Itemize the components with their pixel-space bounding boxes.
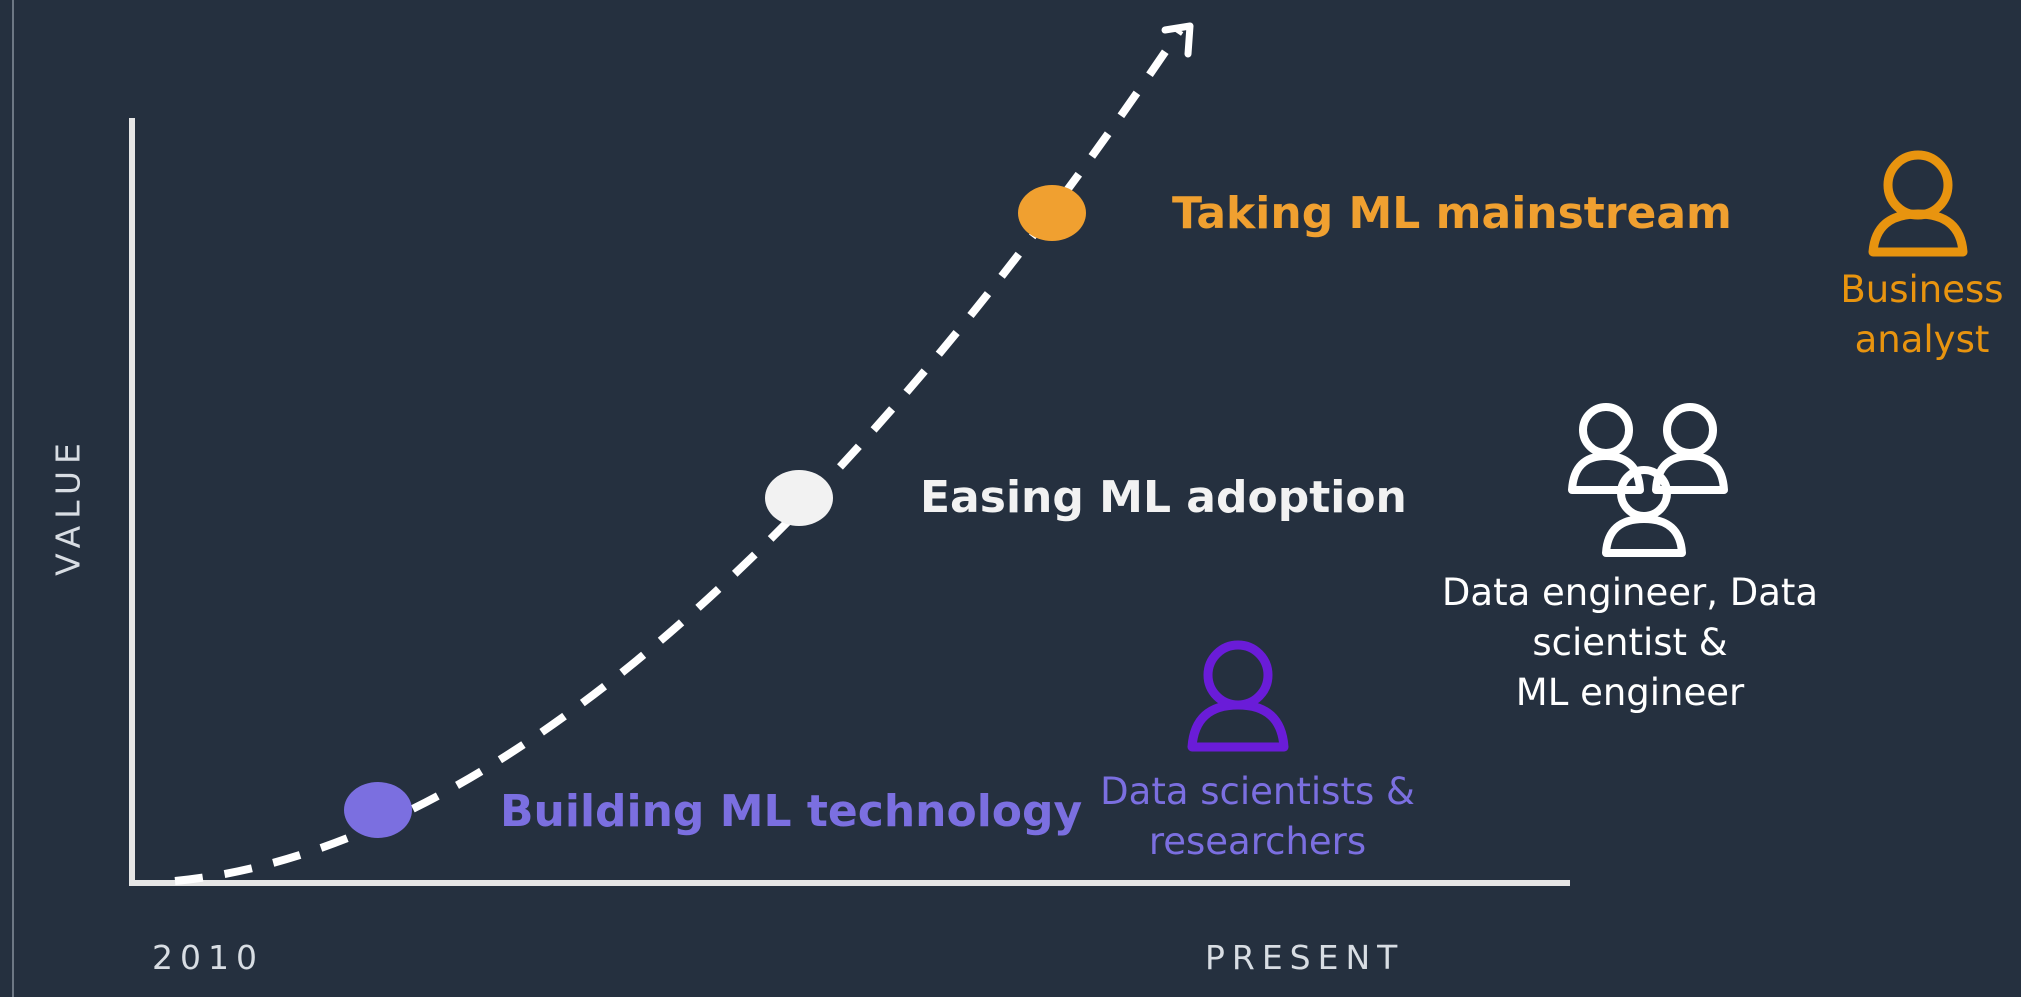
x-axis-start-label: 2010 — [152, 938, 264, 977]
stage-label-easing: Easing ML adoption — [920, 472, 1407, 523]
persona-label-data-scientists: Data scientists & researchers — [1100, 770, 1415, 863]
stage-marker-mainstream — [1018, 185, 1086, 241]
growth-curve — [174, 27, 1184, 885]
curve-arrowhead — [1161, 22, 1194, 58]
y-axis-label: VALUE — [48, 436, 88, 576]
stage-marker-building — [344, 782, 412, 838]
stage-label-mainstream: Taking ML mainstream — [1172, 188, 1732, 239]
person-icon — [1187, 640, 1289, 752]
x-axis-end-label: PRESENT — [1205, 938, 1405, 977]
stage-marker-easing — [765, 470, 833, 526]
left-border-line — [12, 0, 14, 997]
persona-label-business-analyst: Business analyst — [1840, 268, 2004, 361]
persona-label-data-engineer: Data engineer, Data scientist & ML engin… — [1441, 571, 1819, 714]
person-icon — [1868, 150, 1968, 257]
group-icon — [1568, 403, 1728, 557]
stage-label-building: Building ML technology — [500, 786, 1083, 837]
